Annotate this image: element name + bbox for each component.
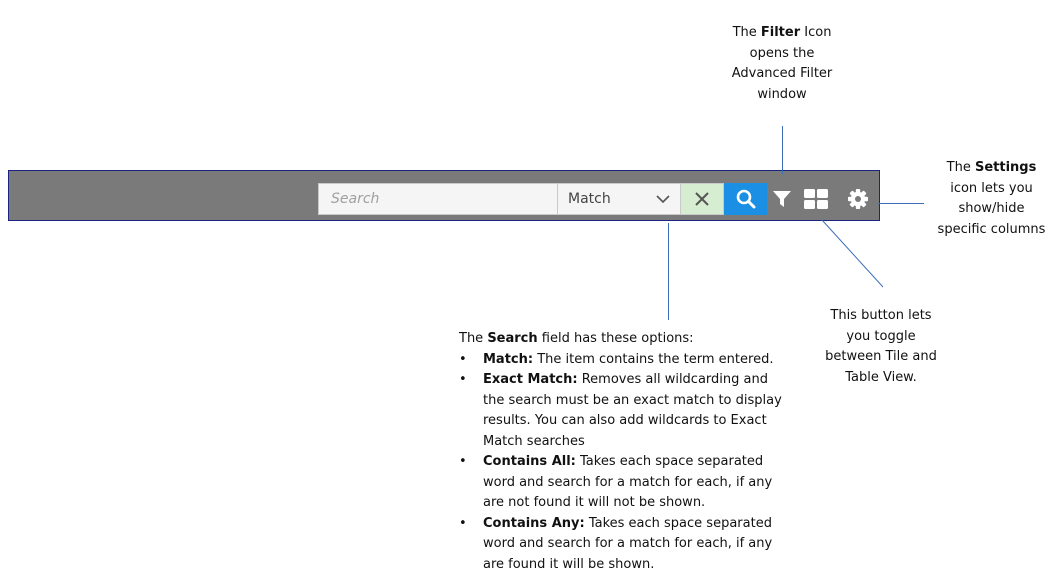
view-toggle-button[interactable]	[803, 183, 829, 215]
search-callout-intro: The Search field has these options:	[459, 329, 789, 350]
filter-callout-text: Icon opens the Advanced Filter window	[731, 25, 833, 102]
option-term: Contains Any:	[483, 515, 585, 531]
chevron-down-icon	[656, 195, 670, 204]
tile-view-icon	[804, 189, 828, 209]
settings-callout-text: icon lets you show/hide specific columns	[937, 180, 1046, 237]
search-button[interactable]	[724, 183, 767, 215]
settings-button[interactable]	[845, 183, 871, 215]
filter-callout-pre: The	[732, 25, 761, 40]
search-option-contains-all: Contains All: Takes each space separated…	[459, 452, 789, 514]
settings-callout-line	[878, 203, 924, 204]
search-intro-bold: Search	[487, 331, 538, 346]
filter-icon	[773, 191, 791, 207]
settings-callout: The Settings icon lets you show/hide spe…	[934, 158, 1049, 240]
filter-callout-line	[782, 126, 783, 174]
settings-callout-pre: The	[946, 160, 975, 175]
search-icon	[736, 189, 755, 209]
option-desc: Takes each space separated word and sear…	[483, 454, 773, 510]
match-dropdown-value: Match	[568, 191, 611, 207]
search-intro-post: field has these options:	[537, 331, 694, 346]
settings-callout-bold: Settings	[974, 160, 1037, 175]
option-term: Match:	[483, 351, 534, 367]
filter-callout-bold: Filter	[760, 25, 801, 40]
match-dropdown[interactable]: Match	[557, 183, 681, 215]
search-callout: The Search field has these options: Matc…	[459, 329, 789, 575]
option-term: Exact Match:	[483, 372, 578, 387]
close-icon	[695, 192, 709, 206]
search-options-list: Match: The item contains the term entere…	[459, 350, 789, 576]
clear-search-button[interactable]	[681, 183, 724, 215]
view-toggle-callout: This button lets you toggle between Tile…	[822, 306, 940, 388]
filter-callout: The Filter Icon opens the Advanced Filte…	[722, 23, 842, 105]
option-desc: The item contains the term entered.	[533, 351, 774, 367]
search-option-contains-any: Contains Any: Takes each space separated…	[459, 514, 789, 576]
search-option-exact-match: Exact Match: Removes all wildcarding and…	[459, 370, 789, 452]
view-toggle-callout-text: This button lets you toggle between Tile…	[825, 308, 937, 385]
option-desc: Takes each space separated word and sear…	[483, 515, 773, 572]
search-callout-line	[668, 223, 669, 320]
filter-button[interactable]	[770, 183, 794, 215]
gear-icon	[848, 189, 868, 209]
view-toggle-callout-line	[821, 219, 884, 288]
option-term: Contains All:	[483, 454, 576, 469]
search-intro-pre: The	[459, 331, 488, 346]
search-input[interactable]	[318, 183, 557, 215]
option-desc: Removes all wildcarding and the search m…	[483, 372, 782, 449]
search-option-match: Match: The item contains the term entere…	[459, 350, 789, 371]
